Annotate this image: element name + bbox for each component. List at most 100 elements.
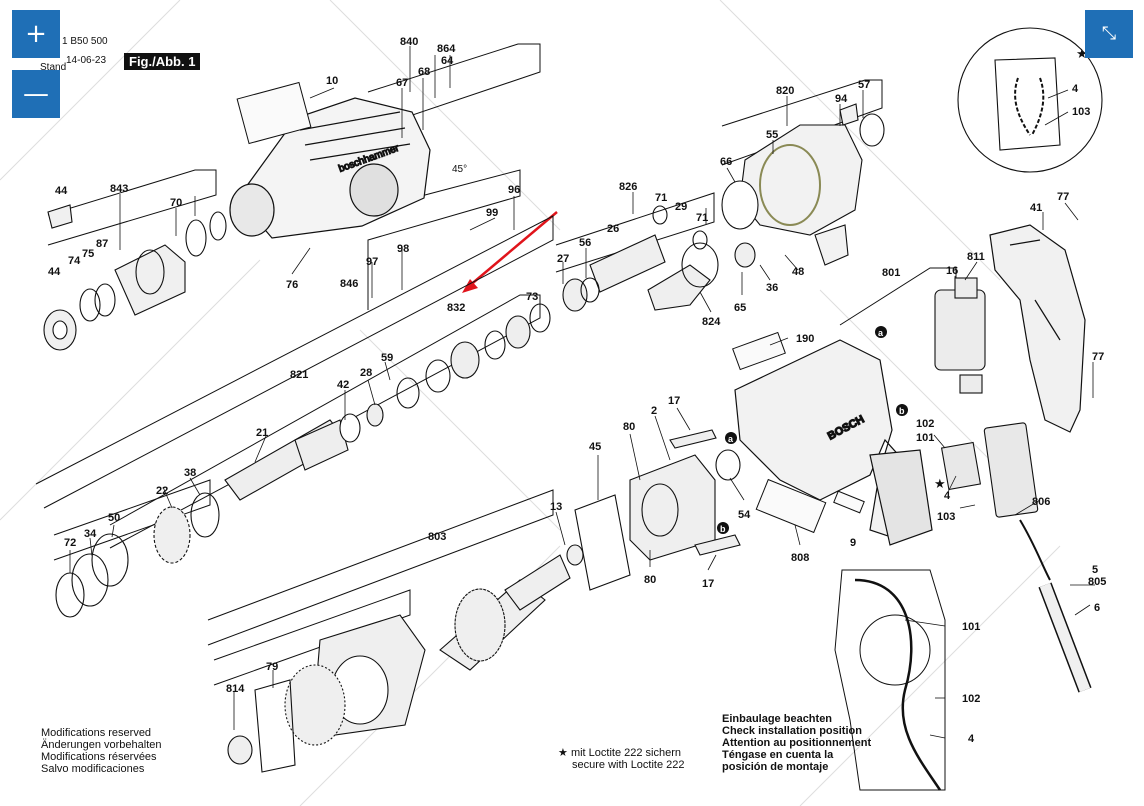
label-65: 65: [734, 302, 746, 314]
note-line: Modifications réservées: [41, 751, 157, 763]
star-icon: ★: [558, 746, 568, 759]
label-94: 94: [835, 93, 848, 105]
label-97: 97: [366, 256, 378, 268]
label-2: 2: [651, 405, 657, 417]
label-80a: 80: [623, 421, 635, 433]
label-75: 75: [82, 248, 94, 260]
part-labels: 840 864 64 67 68 10 820 57 94 55 66 44 8…: [48, 36, 1106, 745]
loctite-line-1: mit Loctite 222 sichern: [570, 747, 681, 759]
label-821: 821: [290, 369, 308, 381]
label-101b: 101: [962, 621, 980, 633]
label-99: 99: [486, 207, 498, 219]
note-line: Änderungen vorbehalten: [41, 739, 162, 751]
label-803: 803: [428, 531, 446, 543]
loctite-line-2: secure with Loctite 222: [572, 759, 685, 771]
label-4b: 4: [968, 733, 975, 745]
handle: [989, 224, 1086, 433]
label-5: 5: [1092, 564, 1098, 576]
label-846: 846: [340, 278, 358, 290]
inset-label-103: 103: [1072, 106, 1090, 118]
label-77b: 77: [1092, 351, 1104, 363]
marker-a: a: [878, 328, 884, 338]
label-805: 805: [1088, 576, 1106, 588]
label-77a: 77: [1057, 191, 1069, 203]
label-66: 66: [720, 156, 732, 168]
marker-b: b: [899, 406, 905, 416]
label-806: 806: [1032, 496, 1050, 508]
stator: [574, 429, 741, 591]
marker-b: b: [720, 524, 726, 534]
armature: [439, 544, 584, 671]
note-line: Salvo modificaciones: [41, 763, 145, 775]
label-54: 54: [738, 509, 751, 521]
modifications-note: Modifications reserved Änderungen vorbeh…: [41, 727, 161, 775]
label-59: 59: [381, 352, 393, 364]
plus-icon: +: [25, 19, 47, 49]
zoom-in-button[interactable]: +: [12, 10, 60, 58]
label-808: [755, 478, 827, 534]
spindle: [224, 303, 551, 501]
star-icon: ★: [1076, 47, 1088, 62]
label-21: 21: [256, 427, 268, 439]
installation-inset: [834, 569, 946, 791]
crank-housing: [721, 103, 885, 266]
zoom-out-button[interactable]: —: [12, 70, 60, 118]
label-102a: 102: [916, 418, 934, 430]
collapse-button[interactable]: ⤡: [1085, 10, 1133, 58]
label-22: 22: [156, 485, 168, 497]
label-87: 87: [96, 238, 108, 250]
loctite-note: ★ mit Loctite 222 sichern secure with Lo…: [558, 746, 685, 772]
label-76: 76: [286, 279, 298, 291]
label-840: 840: [400, 36, 418, 48]
label-96: 96: [508, 184, 520, 196]
label-4a: 4: [944, 490, 951, 502]
label-38: 38: [184, 467, 196, 479]
label-71b: 71: [696, 212, 708, 224]
label-801: 801: [882, 267, 900, 279]
label-27: 27: [557, 253, 569, 265]
label-190: 190: [796, 333, 814, 345]
label-44a: 44: [55, 185, 68, 197]
label-26: 26: [607, 223, 619, 235]
label-832: 832: [447, 302, 465, 314]
label-811: 811: [967, 251, 985, 263]
label-98: 98: [397, 243, 409, 255]
label-824: 824: [702, 316, 721, 328]
note-line: Modifications reserved: [41, 727, 152, 739]
label-48: 48: [792, 266, 804, 278]
label-67: 67: [396, 77, 408, 89]
label-79: 79: [266, 661, 278, 673]
label-10: 10: [326, 75, 338, 87]
gear-set: [55, 492, 220, 618]
star-icon: ★: [934, 477, 946, 492]
label-57: 57: [858, 79, 870, 91]
motor-housing: BOSCH: [734, 339, 933, 546]
label-101a: 101: [916, 432, 934, 444]
power-cable: [1019, 519, 1092, 693]
fan: [227, 614, 426, 773]
label-80b: 80: [644, 574, 656, 586]
date-label: Stand: [40, 62, 67, 73]
marker-a: a: [728, 434, 734, 444]
label-9: [833, 490, 865, 514]
label-29: 29: [675, 201, 687, 213]
note-line: Einbaulage beachten: [722, 713, 833, 725]
figure-title: Fig./Abb. 1: [124, 53, 201, 70]
label-814: 814: [226, 683, 245, 695]
label-45-degree: 45°: [452, 164, 467, 175]
label-9: 9: [850, 537, 856, 549]
loctite-star-markers: ★ ★: [934, 47, 1088, 492]
installation-note: Einbaulage beachten Check installation p…: [722, 713, 871, 773]
label-68: 68: [418, 66, 430, 78]
label-72: 72: [64, 537, 76, 549]
label-843: 843: [110, 183, 128, 195]
inset-label-4: 4: [1072, 83, 1079, 95]
label-plate-10: [236, 81, 312, 145]
label-826: 826: [619, 181, 637, 193]
label-44b: 44: [48, 266, 61, 278]
label-17b: 17: [702, 578, 714, 590]
note-line: Attention au positionnement: [722, 737, 872, 749]
label-41: 41: [1030, 202, 1042, 214]
position-markers: a a b b: [717, 326, 908, 534]
